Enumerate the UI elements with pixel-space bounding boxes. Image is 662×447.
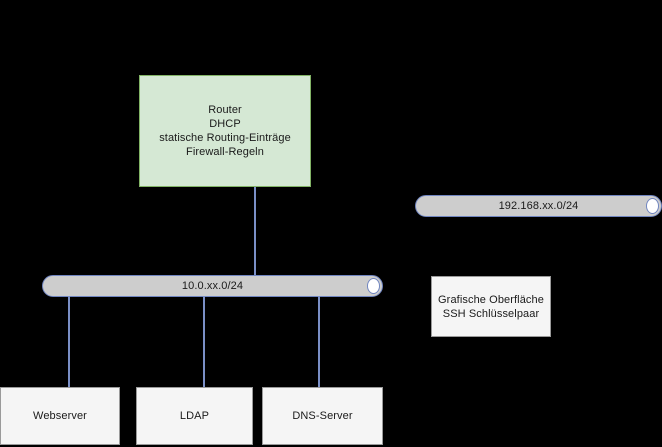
client-line-2: SSH Schlüsselpaar [442,307,540,320]
node-client-workstation[interactable]: Grafische Oberfläche SSH Schlüsselpaar [431,276,551,337]
node-router[interactable]: Router DHCP statische Routing-Einträge F… [139,75,311,187]
bus-end-cap-icon [646,198,659,214]
link-router-to-internal-network [254,187,256,278]
router-line-2: DHCP [209,118,241,130]
client-line-1: Grafische Oberfläche [438,293,544,306]
node-dns-server[interactable]: DNS-Server [262,387,383,445]
node-ldap-label: LDAP [179,410,210,422]
network-bus-external-label: 192.168.xx.0/24 [498,200,579,212]
node-dns-server-label: DNS-Server [292,410,353,422]
bus-end-cap-icon [367,278,380,294]
router-line-1: Router [208,104,242,116]
network-bus-external[interactable]: 192.168.xx.0/24 [415,195,662,217]
router-line-3: statische Routing-Einträge [159,132,291,144]
link-internal-network-to-ldap [203,296,205,387]
link-internal-network-to-dns-server [318,296,320,387]
network-bus-internal[interactable]: 10.0.xx.0/24 [42,275,383,297]
node-webserver-label: Webserver [33,410,87,422]
node-ldap[interactable]: LDAP [136,387,253,445]
network-bus-internal-label: 10.0.xx.0/24 [181,280,244,292]
link-internal-network-to-webserver [68,296,70,387]
router-line-4: Firewall-Regeln [186,146,264,158]
node-webserver[interactable]: Webserver [0,387,120,445]
